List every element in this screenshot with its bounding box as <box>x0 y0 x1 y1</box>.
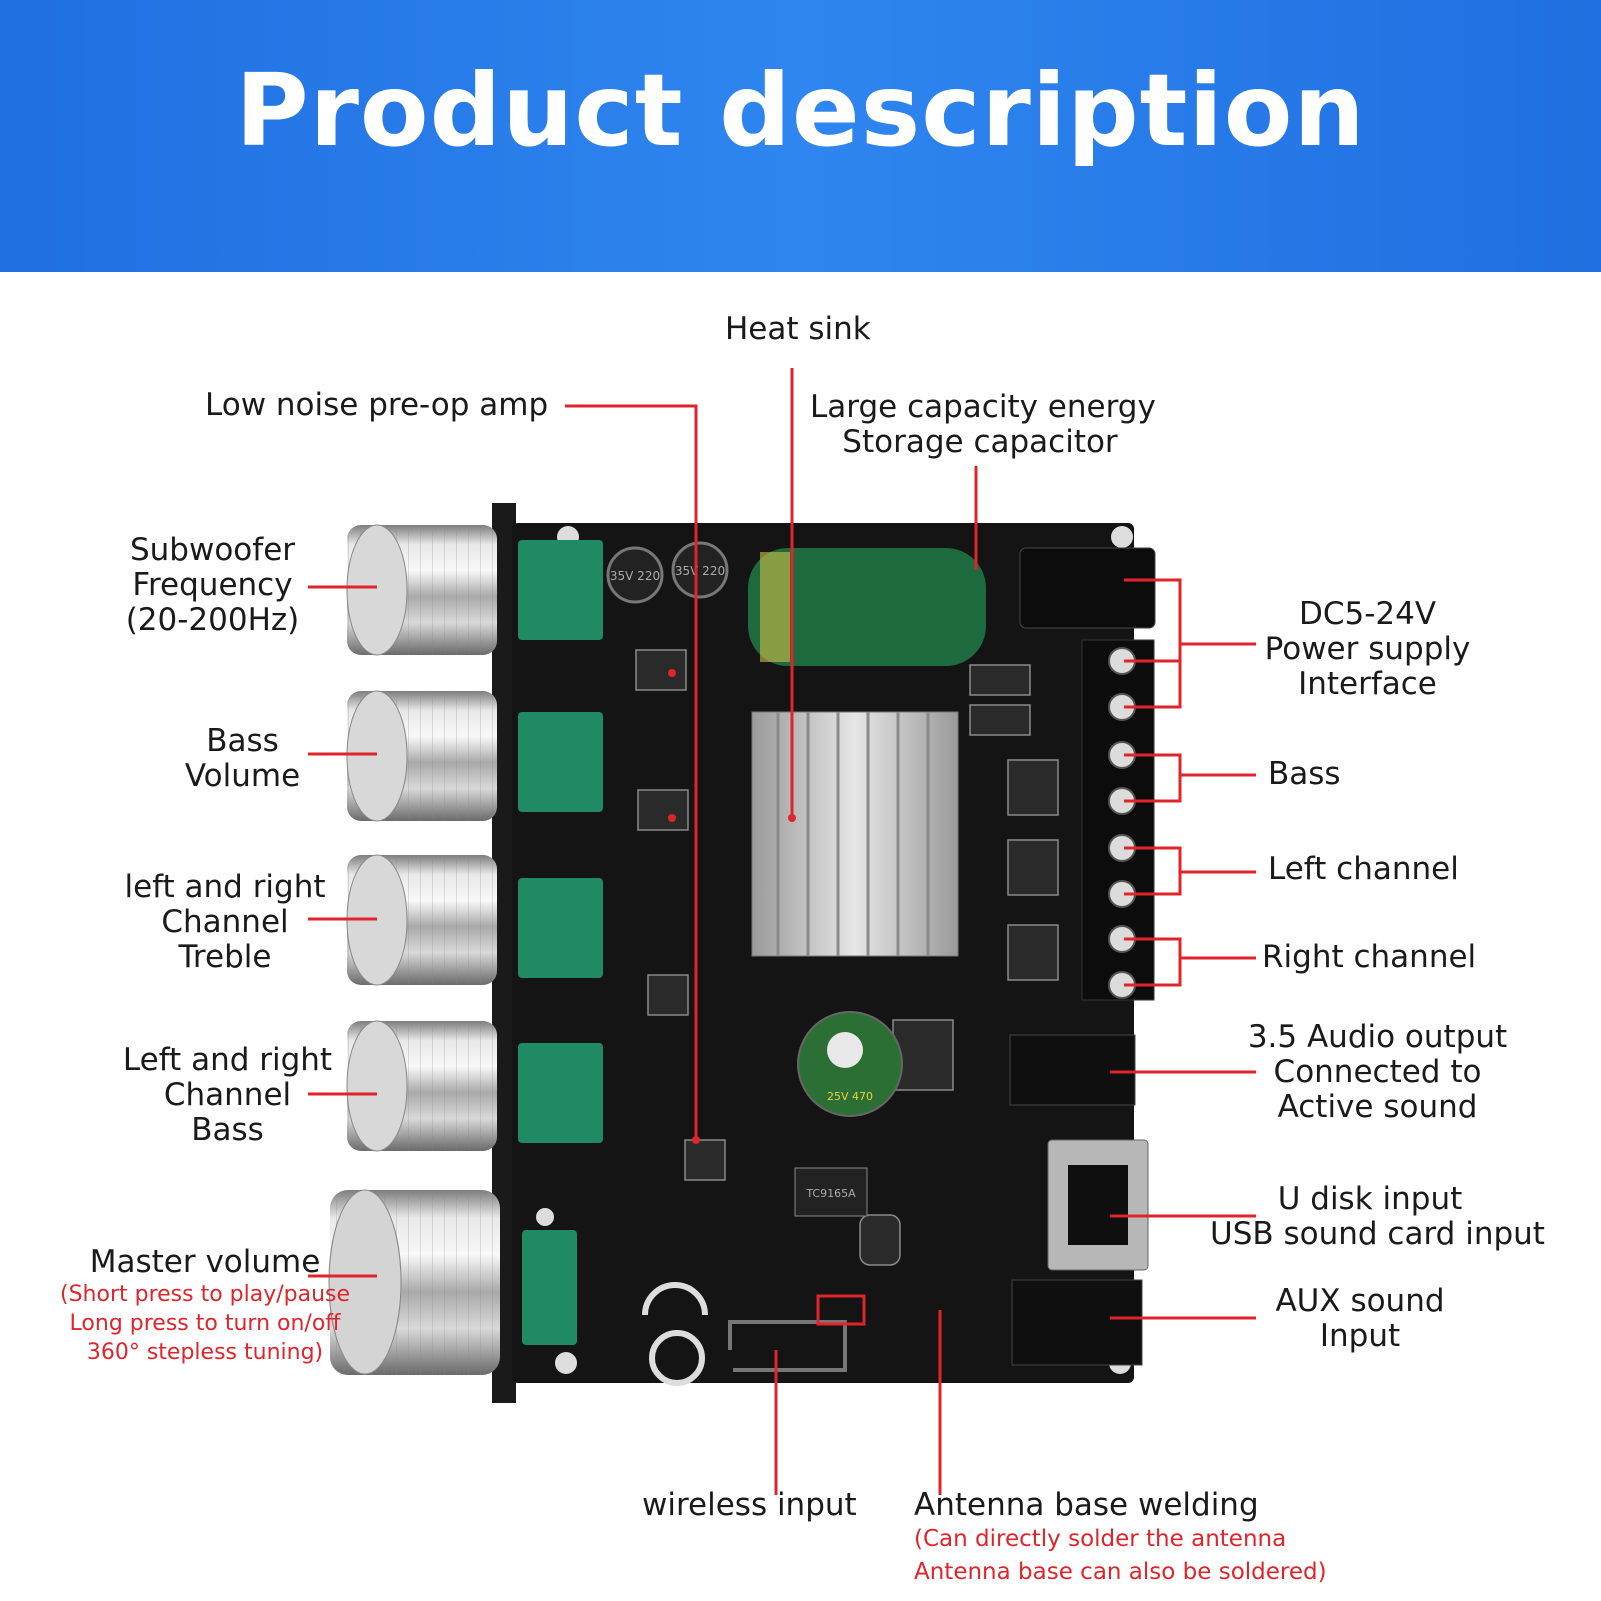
label-master-title: Master volume <box>89 1244 321 1280</box>
cap-small-1-marking: 35V 220 <box>610 569 660 583</box>
label-heat-sink: Heat sink <box>725 311 871 347</box>
label-preamp: Low noise pre-op amp <box>205 387 549 423</box>
knob-bass-volume <box>346 690 497 822</box>
label-audio-out-line1: 3.5 Audio output <box>1247 1019 1508 1055</box>
label-power-line1: DC5-24V <box>1298 596 1437 632</box>
label-lr-bass-line2: Channel <box>163 1077 292 1113</box>
label-treble-line1: left and right <box>124 869 326 905</box>
pot-5 <box>522 1230 577 1345</box>
label-master-note3: 360° stepless tuning) <box>86 1340 324 1365</box>
label-audio-out-line2: Connected to <box>1273 1054 1482 1090</box>
cap-green-marking: 25V 470 <box>827 1090 873 1103</box>
cap-small-2-marking: 35V 220 <box>675 564 725 578</box>
label-aux-line2: Input <box>1319 1318 1401 1354</box>
dc-jack <box>1019 547 1156 629</box>
label-left-channel: Left channel <box>1268 851 1459 887</box>
label-subwoofer-line2: Frequency <box>132 567 293 603</box>
label-treble-line3: Treble <box>178 939 272 975</box>
main-ic-marking: TC9165A <box>805 1187 856 1200</box>
storage-capacitor <box>748 548 986 666</box>
audio-out-jack <box>1009 1034 1136 1106</box>
knob-lr-bass <box>346 1020 497 1152</box>
cap-small-1 <box>606 546 664 604</box>
label-treble: left and right Channel Treble <box>120 870 330 975</box>
label-subwoofer-line1: Subwoofer <box>129 532 296 568</box>
pot-4 <box>518 1043 603 1143</box>
label-power-line3: Interface <box>1298 666 1437 702</box>
label-usb-line2: USB sound card input <box>1210 1216 1545 1252</box>
label-power-line2: Power supply <box>1264 631 1471 667</box>
label-lr-bass-line1: Left and right <box>122 1042 333 1078</box>
page-title: Product description <box>235 52 1366 169</box>
knob-treble <box>346 854 497 986</box>
aux-jack <box>1011 1279 1143 1366</box>
label-capacitor-line2: Storage capacitor <box>842 424 1118 460</box>
label-master-note2: Long press to turn on/off <box>69 1311 341 1336</box>
pot-3 <box>518 878 603 978</box>
cap-small-2 <box>671 541 729 599</box>
label-audio-out-line3: Active sound <box>1277 1089 1478 1125</box>
title-banner: Product description <box>0 0 1601 272</box>
label-lr-bass: Left and right Channel Bass <box>120 1043 335 1148</box>
antenna-trace <box>728 1320 847 1372</box>
label-wireless: wireless input <box>642 1487 857 1523</box>
label-aux-line1: AUX sound <box>1275 1283 1445 1319</box>
label-antenna: Antenna base welding (Can directly solde… <box>914 1488 1327 1589</box>
label-bass-volume-line1: Bass <box>206 723 279 759</box>
label-antenna-note1: (Can directly solder the antenna <box>914 1526 1287 1552</box>
label-aux: AUX sound Input <box>1260 1284 1460 1354</box>
label-capacitor-line1: Large capacity energy <box>810 389 1156 425</box>
label-subwoofer: Subwoofer Frequency (20-200Hz) <box>120 533 305 638</box>
antenna-pad <box>816 1294 866 1326</box>
label-power: DC5-24V Power supply Interface <box>1255 597 1480 702</box>
label-capacitor: Large capacity energy Storage capacitor <box>810 389 1156 460</box>
label-right-channel: Right channel <box>1262 939 1477 975</box>
knob-master-volume <box>328 1189 500 1375</box>
heat-sink <box>751 711 959 957</box>
pot-1 <box>518 540 603 640</box>
label-lr-bass-line3: Bass <box>191 1112 264 1148</box>
label-bass-volume-line2: Volume <box>184 758 301 794</box>
label-treble-line2: Channel <box>161 904 289 940</box>
label-antenna-note2: Antenna base can also be soldered) <box>914 1559 1327 1585</box>
label-subwoofer-line3: (20-200Hz) <box>125 602 300 638</box>
main-ic <box>794 1167 868 1217</box>
label-bass-volume: Bass Volume <box>160 724 325 794</box>
label-audio-out: 3.5 Audio output Connected to Active sou… <box>1240 1020 1515 1125</box>
label-usb-line1: U disk input <box>1277 1181 1463 1217</box>
pot-2 <box>518 712 603 812</box>
label-master-note1: (Short press to play/pause <box>60 1282 351 1307</box>
knob-subwoofer-frequency <box>346 524 497 656</box>
label-bass-out: Bass <box>1268 756 1341 792</box>
label-usb: U disk input USB sound card input <box>1210 1181 1545 1252</box>
label-antenna-title: Antenna base welding <box>914 1487 1259 1523</box>
label-master: Master volume (Short press to play/pause… <box>60 1245 350 1367</box>
